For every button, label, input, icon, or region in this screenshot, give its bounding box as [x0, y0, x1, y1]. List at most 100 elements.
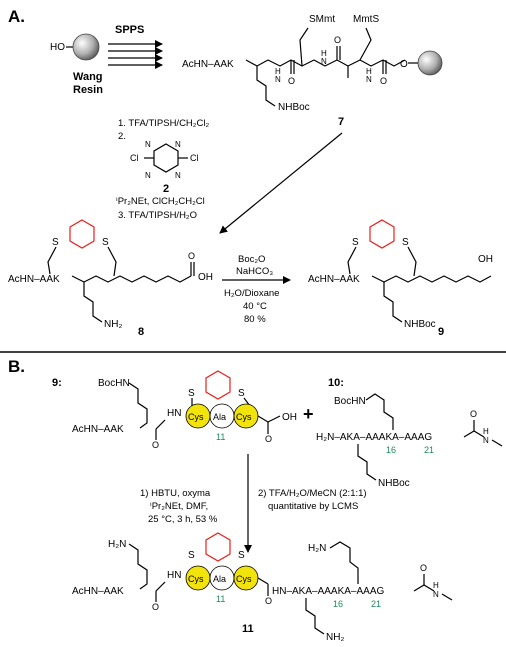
wang-resin: HO Wang Resin: [50, 33, 103, 96]
cond-step1: 1. TFA/TIPSH/CH₂Cl₂: [118, 118, 209, 129]
cmpd7-n2: N: [321, 57, 327, 66]
b10-seq: H₂N–AKA–AAAKA–AAAG: [316, 432, 432, 443]
cmpd9-s-left: S: [352, 237, 359, 248]
p-o3: O: [420, 563, 427, 573]
compound-7: AcHN–AAK NHBoc H N H N H N O O O SMm: [182, 14, 443, 128]
p-h2n-top: H₂N: [308, 543, 326, 554]
b10-nhboc: NHBoc: [378, 478, 410, 489]
cmpd7-h1: H: [275, 67, 281, 76]
p-cys-left-label: Cys: [188, 574, 204, 584]
cmpd8-number: 8: [138, 326, 144, 338]
p-cys-right-label: Cys: [236, 574, 252, 584]
cmpd8-s-right: S: [102, 237, 109, 248]
panel-b-compound-9: 9: BocHN AcHN–AAK HN O S S Cys Ala Cys 1…: [52, 370, 297, 450]
b-cond-right-1: 2) TFA/H₂O/MeCN (2:1:1): [258, 488, 367, 499]
resin-name-line1: Wang: [73, 71, 103, 83]
cmpd7-ester-o: O: [400, 59, 408, 70]
panel-a-label: A.: [8, 7, 25, 26]
dichlorotetrazine: N N N N Cl Cl: [130, 140, 199, 180]
b-hn: HN: [167, 408, 181, 419]
boc-cond-5: 80 %: [244, 314, 266, 325]
cmpd9-number: 9: [438, 326, 444, 338]
boc-cond-1: Boc₂O: [238, 254, 265, 265]
p-o: O: [152, 602, 159, 612]
resin-bead: [72, 33, 100, 61]
p-residue-11: 11: [216, 594, 225, 604]
panel-b-label: B.: [8, 357, 25, 376]
b-cond-left-1: 1) HBTU, oxyma: [140, 488, 211, 499]
compound-8: S S AcHN–AAK NH₂ O OH 8: [8, 219, 213, 338]
p-s-right: S: [238, 550, 245, 561]
b10-h: H: [483, 427, 489, 436]
cond-step2: 2.: [118, 131, 126, 142]
cmpd7-nhboc: NHBoc: [278, 102, 310, 113]
cmpd7-smmt: SMmt: [309, 14, 335, 25]
p-s-left: S: [188, 550, 195, 561]
panel-b-compound-10: 10: BocHN H₂N–AKA–AAAKA–AAAG 16 21 O H N…: [316, 377, 503, 489]
cond-step3: 3. TFA/TIPSH/H₂O: [118, 210, 197, 221]
tz-cl-left: Cl: [130, 153, 139, 163]
ala-label: Ala: [213, 412, 226, 422]
product-11: H₂N AcHN–AAK HN O S S Cys Ala Cys 11 O H…: [72, 532, 453, 643]
b10-21: 21: [424, 445, 434, 455]
cmpd8-s-left: S: [52, 237, 59, 248]
cmpd7-number: 7: [338, 116, 344, 128]
tz-n-2: N: [175, 140, 181, 149]
boc-cond-2: NaHCO₃: [236, 266, 273, 277]
b-cmpd9-label: 9:: [52, 377, 62, 389]
cmpd7-o1: O: [288, 76, 295, 86]
resin-ho: HO: [50, 42, 65, 53]
arrow-7-to-8: [219, 132, 343, 234]
residue-11: 11: [216, 432, 225, 442]
cys-label-left: Cys: [188, 412, 204, 422]
p-o2: O: [265, 596, 272, 606]
p-acn: AcHN–AAK: [72, 586, 124, 597]
tz-cl-right: Cl: [190, 153, 199, 163]
boc-cond-4: 40 °C: [243, 301, 267, 312]
cmpd9-oh: OH: [478, 254, 493, 265]
panel-a: A. HO Wang Resin SPPS AcHN–AAK NHBoc H: [8, 7, 493, 338]
cys-label-right: Cys: [236, 412, 252, 422]
p-ala-label: Ala: [213, 574, 226, 584]
p-h2n: H₂N: [108, 539, 126, 550]
p-h: H: [433, 581, 439, 590]
b10-16: 16: [386, 445, 396, 455]
plus-sign: +: [303, 404, 314, 424]
panel-b: B. 9: BocHN AcHN–AAK HN O S S Cys Ala Cy…: [8, 357, 503, 643]
b-cmpd10-label: 10:: [328, 377, 344, 389]
b-s-left: S: [188, 388, 195, 399]
b10-o: O: [470, 409, 477, 419]
cmpd7-n3: N: [366, 75, 372, 84]
p-21: 21: [371, 599, 381, 609]
b-s-right: S: [238, 388, 245, 399]
p-hn: HN: [167, 570, 181, 581]
spps-label: SPPS: [115, 24, 144, 36]
reagent-2-number: 2: [163, 183, 169, 195]
resin-name-line2: Resin: [73, 84, 103, 96]
cmpd7-o3: O: [380, 76, 387, 86]
cmpd9-nhboc: NHBoc: [404, 319, 436, 330]
b-cond-left-2: ⁱPr₂NEt, DMF,: [150, 501, 208, 512]
cmpd8-oh: OH: [198, 272, 213, 283]
resin-bead-7: [417, 50, 443, 76]
cmpd9-acn: AcHN–AAK: [308, 274, 360, 285]
p-seq: HN–AKA–AAAKA–AAAG: [272, 586, 384, 597]
p-number: 11: [242, 623, 254, 635]
b10-bochn: BocHN: [334, 396, 366, 407]
panel-a-conditions: 1. TFA/TIPSH/CH₂Cl₂ 2. N N N N Cl Cl 2 ⁱ…: [116, 118, 209, 221]
cmpd9-s-right: S: [402, 237, 409, 248]
b-cond-left-3: 25 °C, 3 h, 53 %: [148, 514, 218, 525]
tz-n-3: N: [145, 171, 151, 180]
cmpd7-mmts: MmtS: [353, 14, 379, 25]
p-n: N: [433, 590, 439, 599]
b-o: O: [152, 440, 159, 450]
p-nh2: NH₂: [326, 632, 344, 643]
b10-n: N: [483, 436, 489, 445]
tz-n-4: N: [175, 171, 181, 180]
b-o-right: O: [265, 434, 272, 444]
tz-n-1: N: [145, 140, 151, 149]
compound-9: S S AcHN–AAK NHBoc OH 9: [308, 219, 493, 338]
cmpd7-n1: N: [275, 75, 281, 84]
cmpd7-o2: O: [334, 35, 341, 45]
